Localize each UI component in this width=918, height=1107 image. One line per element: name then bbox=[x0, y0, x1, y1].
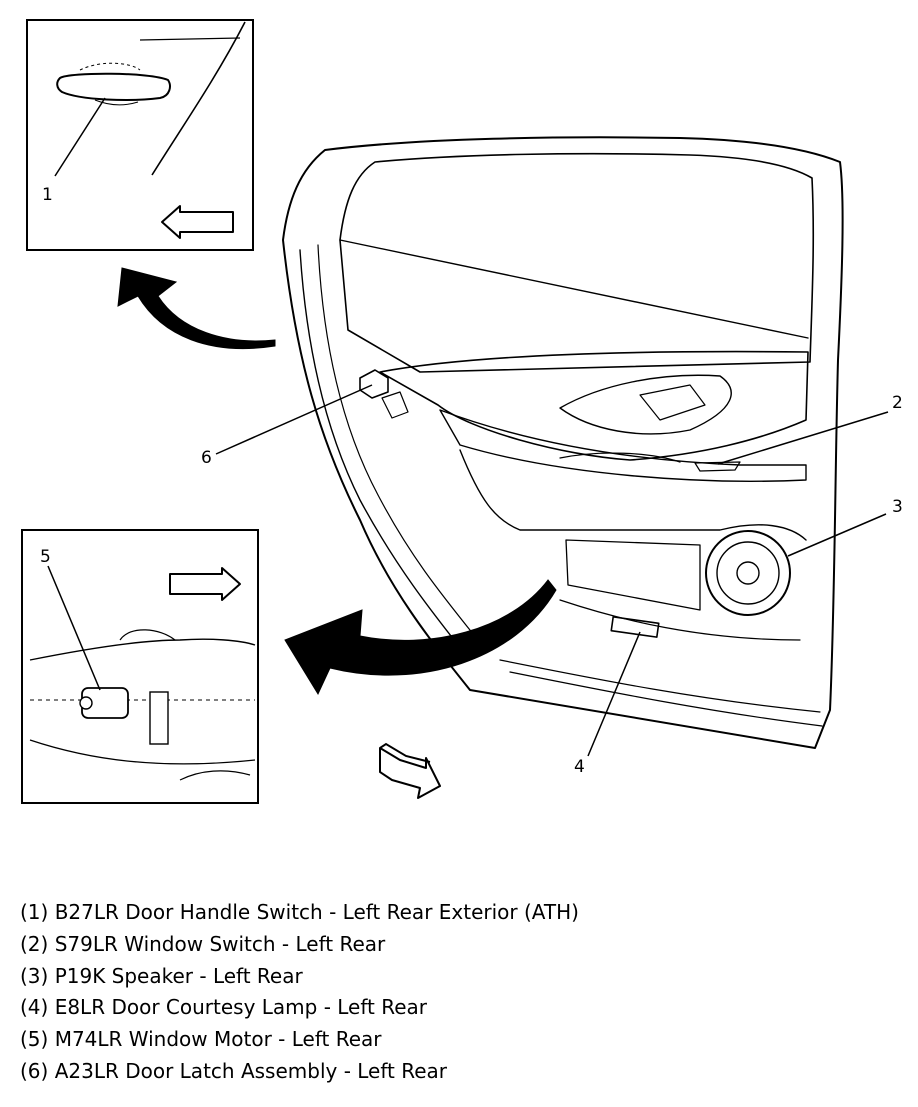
legend-item-6: (6) A23LR Door Latch Assembly - Left Rea… bbox=[20, 1058, 448, 1083]
inset-window-motor bbox=[21, 529, 259, 804]
callout-2: 2 bbox=[892, 393, 903, 413]
legend-item-5: (5) M74LR Window Motor - Left Rear bbox=[20, 1027, 382, 1052]
door-component-diagram: 1 2 3 4 5 6 bbox=[21, 19, 903, 804]
legend-item-3: (3) P19K Speaker - Left Rear bbox=[20, 963, 303, 988]
door-handle-shape bbox=[56, 72, 171, 101]
legend-item-1: (1) B27LR Door Handle Switch - Left Rear… bbox=[20, 900, 579, 924]
curved-pointer-arrow-upper-icon bbox=[117, 267, 276, 350]
callout-3: 3 bbox=[892, 497, 903, 517]
callout-6: 6 bbox=[201, 448, 212, 468]
rear-door-illustration bbox=[282, 136, 844, 749]
component-legend: (1) B27LR Door Handle Switch - Left Rear… bbox=[20, 897, 900, 1088]
callout-5: 5 bbox=[40, 547, 51, 567]
view-direction-arrow-left-icon bbox=[161, 205, 234, 239]
inset-door-handle bbox=[26, 19, 254, 251]
callout-1: 1 bbox=[42, 185, 53, 205]
curved-pointer-arrow-lower-icon bbox=[284, 579, 557, 696]
legend-item-4: (4) E8LR Door Courtesy Lamp - Left Rear bbox=[20, 995, 428, 1020]
legend-item-2: (2) S79LR Window Switch - Left Rear bbox=[20, 931, 386, 956]
leader-lines bbox=[215, 384, 889, 757]
view-direction-arrow-right-icon bbox=[169, 567, 241, 601]
callout-4: 4 bbox=[574, 757, 585, 777]
forward-direction-arrow-icon bbox=[379, 747, 441, 799]
